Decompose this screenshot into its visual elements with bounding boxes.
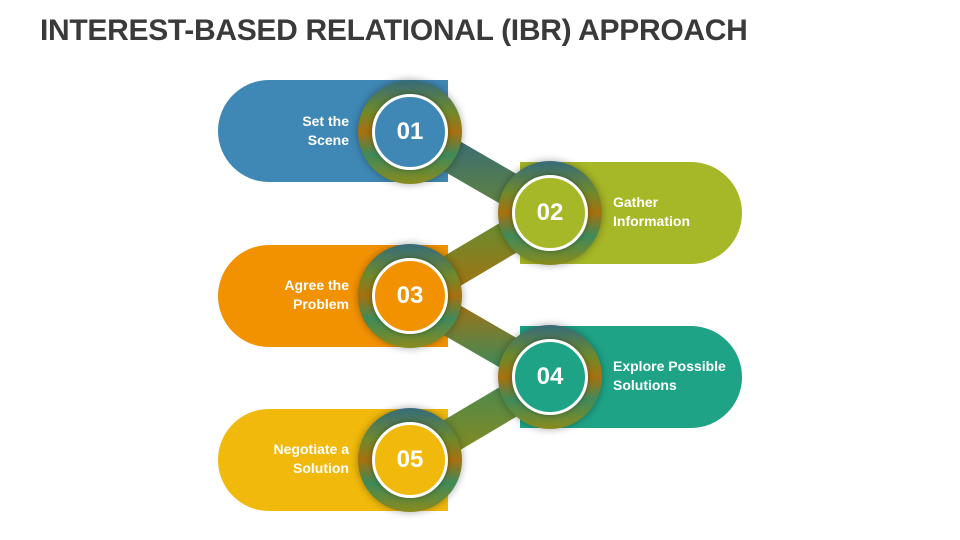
step-3-number: 03 bbox=[372, 258, 448, 334]
step-5-label-line2: Solution bbox=[293, 460, 349, 476]
step-4-number: 04 bbox=[512, 339, 588, 415]
step-3-label-line2: Problem bbox=[292, 296, 349, 312]
step-5-label: Negotiate a Solution bbox=[274, 440, 349, 478]
step-2-number: 02 bbox=[512, 175, 588, 251]
step-4-label-line2: Solutions bbox=[613, 377, 677, 393]
step-3-label: Agree the Problem bbox=[284, 276, 349, 314]
step-5-number: 05 bbox=[372, 422, 448, 498]
step-4-label-line1: Explore Possible bbox=[613, 358, 726, 374]
step-1-label: Set the Scene bbox=[302, 112, 349, 150]
step-1-label-line2: Scene bbox=[307, 132, 349, 148]
step-2-label-line2: Information bbox=[613, 213, 690, 229]
step-5-label-line1: Negotiate a bbox=[273, 441, 349, 457]
step-3-label-line1: Agree the bbox=[284, 277, 349, 293]
step-1-label-line1: Set the bbox=[302, 113, 349, 129]
step-2-label-line1: Gather bbox=[613, 194, 659, 210]
slide-title: INTEREST-BASED RELATIONAL (IBR) APPROACH bbox=[40, 14, 748, 47]
step-2-label: Gather Information bbox=[613, 193, 690, 231]
step-4-label: Explore Possible Solutions bbox=[613, 357, 726, 395]
step-1-number: 01 bbox=[372, 94, 448, 170]
